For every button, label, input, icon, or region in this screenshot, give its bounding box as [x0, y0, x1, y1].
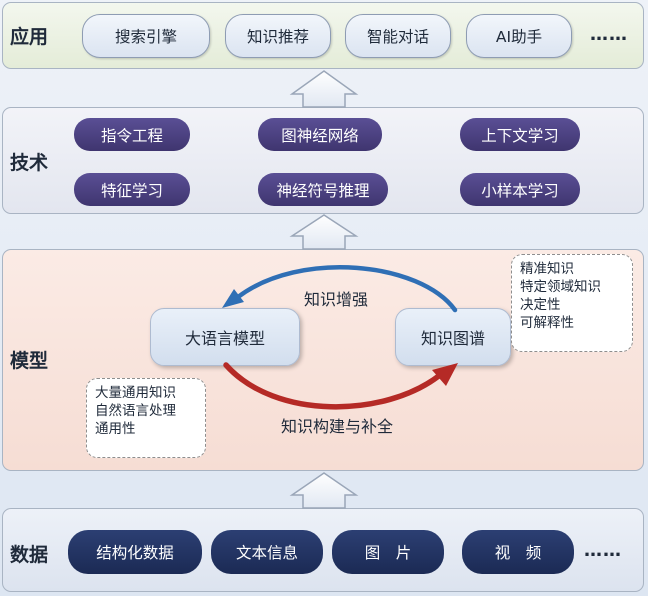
kg-note-deterministic: 决定性 [520, 297, 561, 313]
kg-note-domain-knowledge: 特定领域知识 [520, 279, 601, 295]
knowledge-graph-box: 知识图谱 [395, 308, 511, 366]
knowledge-enhancement-arrowhead [222, 289, 244, 308]
up-arrow-data-to-model [289, 472, 359, 509]
data-ellipsis: …… [584, 540, 622, 561]
technology-layer-label: 技术 [10, 152, 49, 174]
app-item-search-engine: 搜索引擎 [82, 14, 210, 58]
tech-item-neuro-symbolic-reasoning: 神经符号推理 [258, 173, 388, 206]
tech-item-in-context-learning: 上下文学习 [460, 118, 580, 151]
tech-item-instruction-engineering: 指令工程 [74, 118, 190, 151]
data-item-images: 图 片 [332, 530, 444, 574]
data-item-text-information: 文本信息 [211, 530, 323, 574]
knowledge-enhancement-label: 知识增强 [304, 290, 369, 309]
application-layer-label: 应用 [10, 26, 49, 48]
tech-item-graph-neural-network: 图神经网络 [258, 118, 382, 151]
kg-note-interpretability: 可解释性 [520, 315, 574, 331]
kg-notes: 精准知识 特定领域知识 决定性 可解释性 [511, 254, 633, 352]
app-item-intelligent-dialogue: 智能对话 [345, 14, 451, 58]
large-language-model-box: 大语言模型 [150, 308, 300, 366]
kg-note-precise-knowledge: 精准知识 [520, 261, 574, 277]
model-layer-label: 模型 [10, 350, 49, 372]
data-layer-label: 数据 [10, 544, 49, 566]
llm-note-general-knowledge: 大量通用知识 [95, 385, 176, 401]
app-ellipsis: …… [590, 24, 628, 45]
tech-item-feature-learning: 特征学习 [74, 173, 190, 206]
app-item-ai-assistant: AI助手 [466, 14, 572, 58]
knowledge-construction-label: 知识构建与补全 [281, 417, 394, 436]
data-item-videos: 视 频 [462, 530, 574, 574]
tech-item-few-shot-learning: 小样本学习 [460, 173, 580, 206]
app-item-knowledge-recommendation: 知识推荐 [225, 14, 331, 58]
up-arrow-tech-to-app [289, 70, 359, 108]
llm-note-nlp: 自然语言处理 [95, 403, 176, 419]
llm-note-generality: 通用性 [95, 421, 136, 437]
llm-notes: 大量通用知识 自然语言处理 通用性 [86, 378, 206, 458]
knowledge-construction-arrowhead [432, 363, 458, 386]
knowledge-enhancement-arrow [235, 265, 458, 313]
data-item-structured-data: 结构化数据 [68, 530, 202, 574]
knowledge-construction-arrow [223, 362, 443, 410]
up-arrow-model-to-tech [289, 214, 359, 250]
